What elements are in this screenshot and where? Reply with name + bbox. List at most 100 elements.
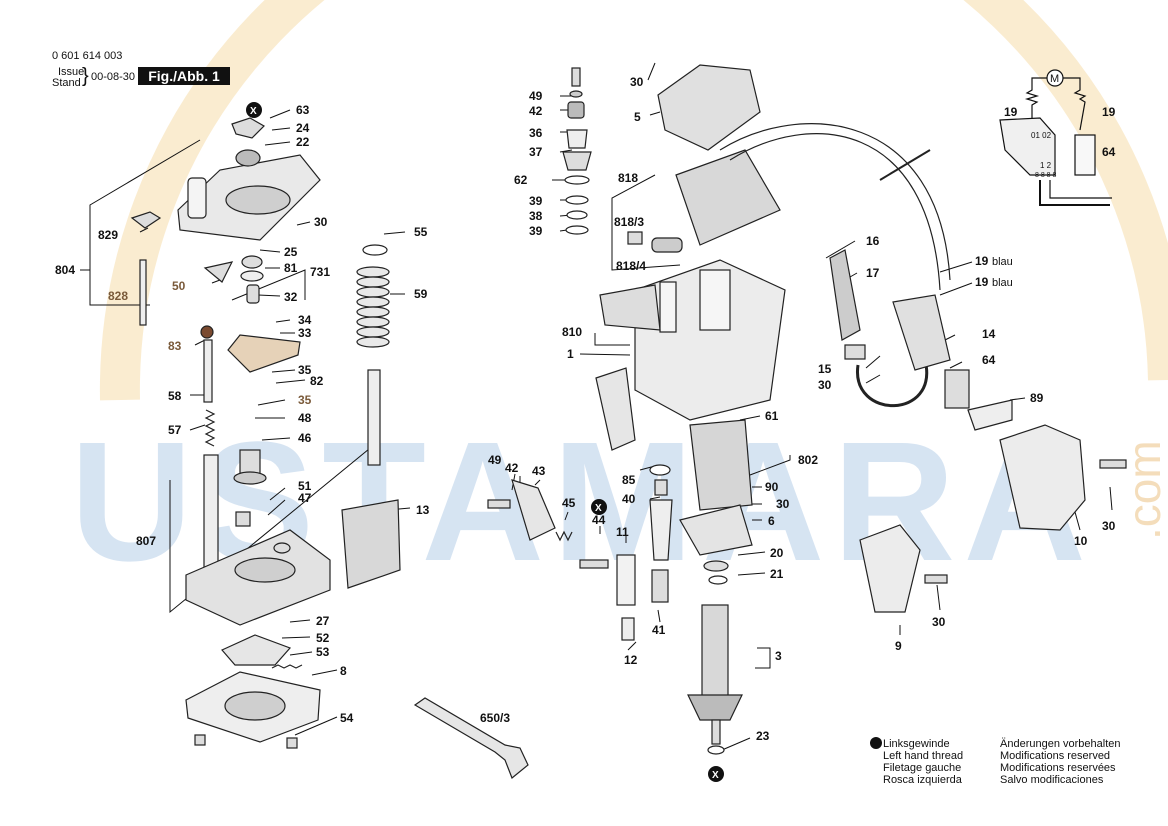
wiring-diagram: M 01 02 1 2 8 8 8 8	[999, 69, 1112, 206]
clamp-15	[844, 344, 866, 360]
label-55: 55	[414, 225, 428, 239]
label-35b: 35	[298, 393, 312, 407]
legend-col2-1: Änderungen vorbehalten	[1000, 738, 1121, 750]
label-19a: 19	[1004, 105, 1018, 119]
legend-modifications: Änderungen vorbehalten Modifications res…	[1000, 738, 1120, 786]
label-23: 23	[756, 729, 770, 743]
spring-59	[356, 266, 390, 348]
label-828: 828	[108, 289, 128, 303]
label-14: 14	[982, 327, 996, 341]
label-64b: 64	[982, 353, 996, 367]
label-52: 52	[316, 631, 330, 645]
switch-14	[892, 294, 951, 371]
spring-12	[621, 617, 635, 641]
label-39b: 39	[529, 224, 543, 238]
label-43: 43	[532, 464, 546, 478]
label-85: 85	[622, 473, 636, 487]
label-30b: 30	[630, 75, 644, 89]
clip-829	[130, 211, 162, 229]
label-807: 807	[136, 534, 156, 548]
label-64a: 64	[1102, 145, 1116, 159]
label-19b: 19	[1102, 105, 1116, 119]
label-38: 38	[529, 209, 543, 223]
left-assembly	[130, 117, 529, 779]
bracket-804	[89, 139, 201, 306]
wing-50	[203, 261, 234, 283]
spring-45	[555, 530, 573, 542]
label-22: 22	[296, 135, 310, 149]
label-48: 48	[298, 411, 312, 425]
label-53: 53	[316, 645, 330, 659]
switch-terminals-top: 01 02	[1031, 131, 1052, 140]
baffle-6	[679, 504, 753, 556]
cable-19-blau-a	[719, 123, 951, 281]
label-6: 6	[768, 514, 775, 528]
label-35a: 35	[298, 363, 312, 377]
fan	[687, 694, 743, 721]
legend-col1-3: Filetage gauche	[883, 762, 962, 774]
handle-10	[999, 424, 1086, 531]
label-63: 63	[296, 103, 310, 117]
label-3: 3	[775, 649, 782, 663]
label-47: 47	[298, 491, 312, 505]
label-59: 59	[414, 287, 428, 301]
stand-label: Stand	[52, 77, 81, 89]
label-49a: 49	[529, 89, 543, 103]
thread-symbol-44: X	[595, 503, 602, 514]
label-83: 83	[168, 339, 182, 353]
insulation-810	[599, 284, 661, 331]
nut-36	[566, 129, 588, 149]
nut-32	[246, 284, 260, 304]
lever-33	[227, 334, 301, 373]
label-30a: 30	[314, 215, 328, 229]
label-25: 25	[284, 245, 298, 259]
bracket-802	[749, 455, 791, 476]
label-1: 1	[567, 347, 574, 361]
label-19-blau-1: 19	[975, 254, 989, 268]
cone-37	[562, 151, 592, 171]
part-labels: 63 24 22 30 829 804 25 81 731 50 828 32 …	[55, 75, 1116, 743]
label-818: 818	[618, 171, 638, 185]
label-810: 810	[562, 325, 582, 339]
legend-col2-3: Modifications reservées	[1000, 762, 1116, 774]
label-42a: 42	[529, 104, 543, 118]
label-650-3: 650/3	[480, 711, 510, 725]
label-13: 13	[416, 503, 430, 517]
label-829: 829	[98, 228, 118, 242]
ring-85	[649, 464, 671, 476]
label-57: 57	[168, 423, 182, 437]
label-804: 804	[55, 263, 75, 277]
doc-number: 0 601 614 003	[52, 50, 123, 62]
label-818-4: 818/4	[616, 259, 646, 273]
thread-symbol-23: X	[712, 770, 719, 781]
issue-label: Issue	[58, 66, 85, 78]
nut-41	[651, 569, 669, 603]
field-61	[689, 419, 753, 511]
bracket-810	[594, 333, 630, 346]
bracket-807	[169, 439, 381, 614]
label-49b: 49	[488, 453, 502, 467]
button-43	[511, 479, 556, 541]
ring-52	[221, 634, 292, 666]
screw-30-right	[1099, 459, 1127, 469]
label-32: 32	[284, 290, 298, 304]
label-41: 41	[652, 623, 666, 637]
label-37: 37	[529, 145, 543, 159]
cap-5	[657, 64, 761, 151]
screw-49b	[487, 499, 511, 509]
label-45: 45	[562, 496, 576, 510]
spring-57	[204, 409, 216, 447]
legend-col1-4: Rosca izquierda	[883, 774, 962, 786]
label-8: 8	[340, 664, 347, 678]
label-818-3: 818/3	[614, 215, 644, 229]
bracket-818	[611, 174, 681, 271]
label-39a: 39	[529, 194, 543, 208]
label-46: 46	[298, 431, 312, 445]
label-731: 731	[310, 265, 330, 279]
label-15: 15	[818, 362, 832, 376]
label-36: 36	[529, 126, 543, 140]
column-right	[367, 369, 381, 466]
ball-83	[200, 325, 214, 339]
screw-30-bottom	[924, 574, 948, 584]
